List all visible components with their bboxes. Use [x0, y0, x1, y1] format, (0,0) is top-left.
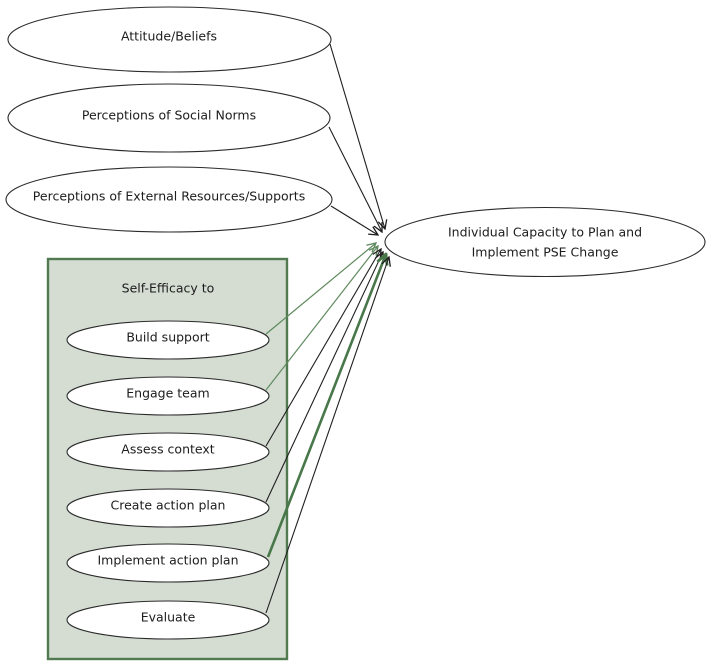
- social-norms-ellipse: [7, 83, 331, 153]
- node-individual-capacity: Individual Capacity to Plan and Implemen…: [384, 206, 706, 278]
- node-engage-team: Engage team: [66, 376, 270, 416]
- node-external-resources: Perceptions of External Resources/Suppor…: [5, 166, 333, 233]
- evaluate-label: Evaluate: [141, 610, 196, 625]
- build-support-ellipse: [66, 320, 270, 360]
- arrow-attitude-beliefs-to-capacity: [329, 43, 385, 229]
- individual-capacity-ellipse: [384, 206, 706, 278]
- arrow-engage-team-to-capacity: [265, 246, 378, 391]
- arrow-external-resources-to-capacity: [330, 205, 378, 235]
- external-resources-ellipse: [5, 166, 333, 233]
- self-efficacy-group-title: Self-Efficacy to: [122, 281, 215, 296]
- evaluate-ellipse: [66, 600, 270, 640]
- node-build-support: Build support: [66, 320, 270, 360]
- arrow-assess-context-to-capacity: [265, 249, 381, 447]
- node-assess-context: Assess context: [66, 432, 270, 472]
- arrow-build-support-to-capacity: [265, 243, 376, 335]
- node-attitude-beliefs: Attitude/Beliefs: [7, 6, 332, 73]
- node-implement-action-plan: Implement action plan: [66, 543, 270, 583]
- arrow-create-action-plan-to-capacity: [265, 252, 383, 503]
- implement-action-plan-label: Implement action plan: [97, 553, 238, 568]
- engage-team-label: Engage team: [126, 386, 209, 401]
- node-social-norms: Perceptions of Social Norms: [7, 83, 331, 153]
- arrow-social-norms-to-capacity: [328, 126, 382, 232]
- social-norms-label: Perceptions of Social Norms: [82, 108, 256, 123]
- attitude-beliefs-ellipse: [7, 6, 332, 73]
- external-resources-label: Perceptions of External Resources/Suppor…: [33, 189, 305, 204]
- implement-action-plan-ellipse: [66, 543, 270, 583]
- individual-capacity-label-line2: Implement PSE Change: [472, 245, 619, 260]
- create-action-plan-label: Create action plan: [111, 498, 226, 513]
- build-support-label: Build support: [126, 330, 209, 345]
- assess-context-label: Assess context: [121, 442, 214, 457]
- node-evaluate: Evaluate: [66, 600, 270, 640]
- attitude-beliefs-label: Attitude/Beliefs: [121, 29, 217, 44]
- individual-capacity-label-line1: Individual Capacity to Plan and: [448, 225, 642, 240]
- assess-context-ellipse: [66, 432, 270, 472]
- engage-team-ellipse: [66, 376, 270, 416]
- arrow-evaluate-to-capacity: [265, 257, 389, 614]
- node-create-action-plan: Create action plan: [66, 488, 270, 528]
- arrow-implement-action-plan-to-capacity: [266, 254, 386, 558]
- create-action-plan-ellipse: [66, 488, 270, 528]
